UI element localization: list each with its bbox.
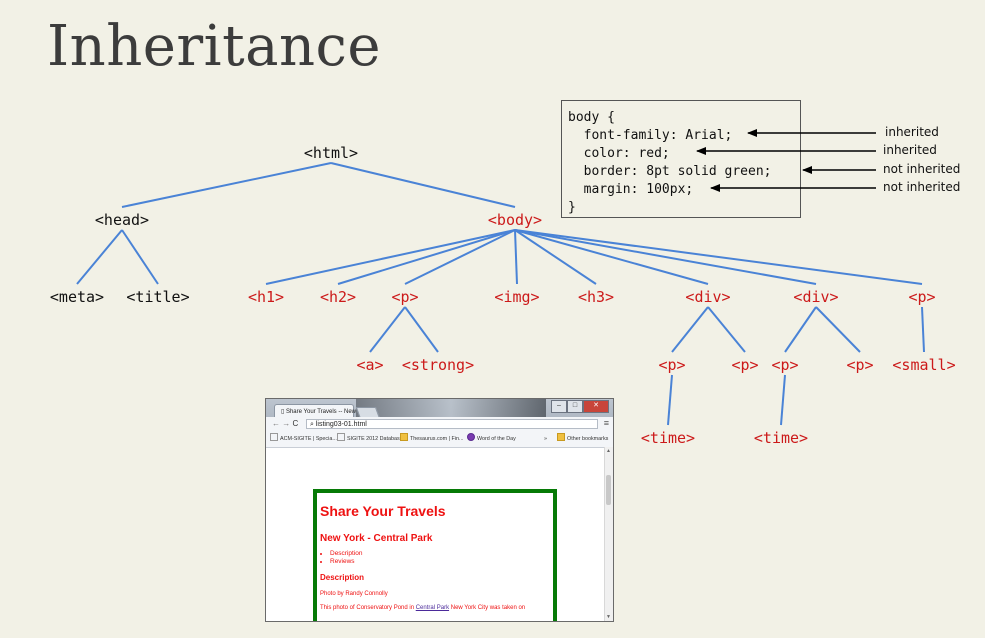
forward-icon[interactable]: → [282, 419, 291, 428]
page-heading: Share Your Travels [320, 503, 446, 519]
tree-edge [404, 229, 516, 285]
tree-edge [514, 229, 817, 285]
rendered-page: Share Your Travels New York - Central Pa… [313, 489, 557, 621]
code-line: margin: 100px; [568, 182, 694, 197]
more-bookmarks-icon[interactable]: » [544, 436, 547, 442]
tree-edge [369, 306, 406, 353]
tree-edge [404, 306, 439, 353]
slide-title: Inheritance [47, 14, 382, 79]
nav-buttons: ← → C [272, 419, 298, 428]
background-photo [356, 399, 546, 417]
tree-node-strong: <strong> [402, 356, 474, 374]
bookmark-item[interactable]: Word of the Day [467, 432, 516, 446]
list-item[interactable]: Description [330, 550, 553, 558]
code-line: border: 8pt solid green; [568, 164, 772, 179]
bookmark-item[interactable]: Thesaurus.com | Fin... [400, 432, 464, 446]
tree-node-a: <a> [356, 356, 383, 374]
description-text: This photo of Conservatory Pond in Centr… [320, 605, 526, 611]
code-line: } [568, 200, 576, 215]
tree-edge [671, 306, 709, 353]
tree-node-h1: <h1> [248, 288, 284, 306]
browser-screenshot: ▯ Share Your Travels -- New × – □ ✕ ← → … [265, 398, 614, 622]
tree-node-time1: <time> [641, 429, 695, 447]
maximize-icon[interactable]: □ [567, 400, 583, 413]
tree-node-d2p2: <p> [846, 356, 873, 374]
tree-edge [76, 229, 123, 285]
tree-node-p2: <p> [908, 288, 935, 306]
bookmark-item[interactable]: SIGITE 2012 Databas... [337, 432, 404, 446]
bookmarks-bar: ACM-SIGITE | Specia... SIGITE 2012 Datab… [266, 432, 613, 448]
menu-icon[interactable]: ≡ [603, 418, 609, 428]
list-item[interactable]: Reviews [330, 558, 553, 566]
tree-node-body: <body> [488, 211, 542, 229]
tree-edge [667, 374, 673, 426]
tab-title: Share Your Travels -- New [285, 409, 356, 415]
browser-toolbar: ← → C ⌕ listing03-01.html ≡ [266, 417, 613, 432]
css-code-box: body { font-family: Arial; color: red; b… [561, 100, 801, 218]
tree-edge [784, 306, 817, 353]
tree-edge [707, 306, 746, 353]
page-list: Description Reviews [320, 550, 553, 566]
tree-node-d1p2: <p> [731, 356, 758, 374]
back-icon[interactable]: ← [272, 419, 280, 428]
scrollbar-thumb[interactable] [606, 475, 611, 505]
tree-edge [780, 374, 786, 426]
reload-icon[interactable]: C [292, 419, 299, 428]
tree-node-time2: <time> [754, 429, 808, 447]
tree-node-head: <head> [95, 211, 149, 229]
code-line: font-family: Arial; [568, 128, 733, 143]
close-icon[interactable]: ✕ [583, 400, 609, 413]
page-subheading: New York - Central Park [320, 533, 433, 544]
annotation-not-inherited: not inherited [883, 162, 961, 176]
tree-edge [921, 306, 925, 353]
address-bar[interactable]: ⌕ listing03-01.html [306, 419, 598, 429]
central-park-link[interactable]: Central Park [415, 605, 450, 611]
scroll-down-icon[interactable]: ▼ [606, 614, 611, 620]
annotation-inherited: inherited [885, 125, 939, 139]
tree-edge [121, 162, 332, 208]
tree-edge [121, 229, 159, 285]
other-bookmarks[interactable]: Other bookmarks [557, 432, 608, 446]
browser-tab[interactable]: ▯ Share Your Travels -- New × [274, 404, 361, 418]
tree-node-div1: <div> [685, 288, 730, 306]
annotation-inherited: inherited [883, 143, 937, 157]
tree-edge [815, 306, 861, 353]
tree-node-div2: <div> [793, 288, 838, 306]
tree-node-html: <html> [304, 144, 358, 162]
code-line: color: red; [568, 146, 670, 161]
tree-node-small: <small> [892, 356, 955, 374]
tree-node-h3: <h3> [578, 288, 614, 306]
tree-edge [514, 229, 709, 285]
window-controls: – □ ✕ [551, 400, 609, 413]
tree-edge [265, 229, 516, 285]
tree-node-h2: <h2> [320, 288, 356, 306]
tree-node-d1p1: <p> [658, 356, 685, 374]
bookmark-item[interactable]: ACM-SIGITE | Specia... [270, 432, 337, 446]
tree-node-img: <img> [494, 288, 539, 306]
tree-edge [514, 229, 597, 285]
annotation-not-inherited: not inherited [883, 180, 961, 194]
tree-edge [337, 229, 516, 285]
search-icon: ⌕ [310, 421, 314, 428]
tree-edge [330, 162, 516, 208]
vertical-scrollbar[interactable]: ▲ ▼ [604, 447, 613, 621]
tree-node-meta: <meta> [50, 288, 104, 306]
tree-node-d2p1: <p> [771, 356, 798, 374]
url-text: listing03-01.html [315, 421, 367, 428]
section-heading: Description [320, 573, 365, 582]
tree-edge [514, 229, 923, 285]
tree-node-p1: <p> [391, 288, 418, 306]
tree-node-title: <title> [126, 288, 189, 306]
minimize-icon[interactable]: – [551, 400, 567, 413]
tree-edge [514, 229, 518, 285]
code-line: body { [568, 110, 615, 125]
photo-credit: Photo by Randy Connolly [320, 591, 388, 597]
scroll-up-icon[interactable]: ▲ [606, 448, 611, 454]
